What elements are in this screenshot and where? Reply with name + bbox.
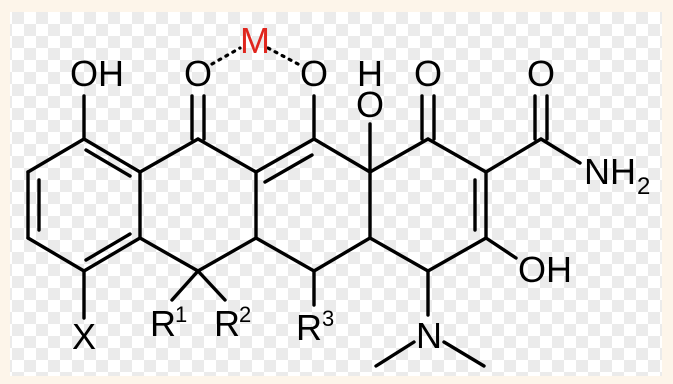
r2-superscript: 2: [239, 302, 251, 327]
c12a-hydrogen-label: H: [357, 53, 383, 94]
r2-label: R: [214, 303, 240, 344]
r3-label: R: [296, 307, 322, 348]
oh-left-label: OH: [70, 53, 124, 94]
ring-b: [138, 137, 258, 273]
ring-a: [26, 137, 142, 273]
amide-oxygen-label: O: [527, 53, 555, 94]
amide-nh2-subscript: 2: [637, 173, 650, 200]
x-substituent-label: X: [72, 316, 96, 357]
dimethylamino-n-label: N: [416, 315, 442, 356]
ring-d: [368, 137, 488, 273]
r1-label: R: [150, 303, 176, 344]
amide-nh-label: NH: [584, 151, 636, 192]
r3-superscript: 3: [322, 306, 334, 331]
checker-background: [10, 12, 662, 376]
c12-oxygen-label: O: [300, 53, 328, 94]
metal-label: M: [240, 20, 270, 61]
c11-oxygen-label: O: [184, 53, 212, 94]
c1-oxygen-label: O: [414, 53, 442, 94]
coordination-bonds: [210, 46, 300, 66]
r1-superscript: 1: [175, 302, 187, 327]
ring-c: [254, 137, 372, 273]
c3-oh-label: OH: [518, 249, 572, 290]
substituent-bonds: [82, 94, 582, 368]
c12a-oxygen-label: O: [356, 84, 384, 125]
